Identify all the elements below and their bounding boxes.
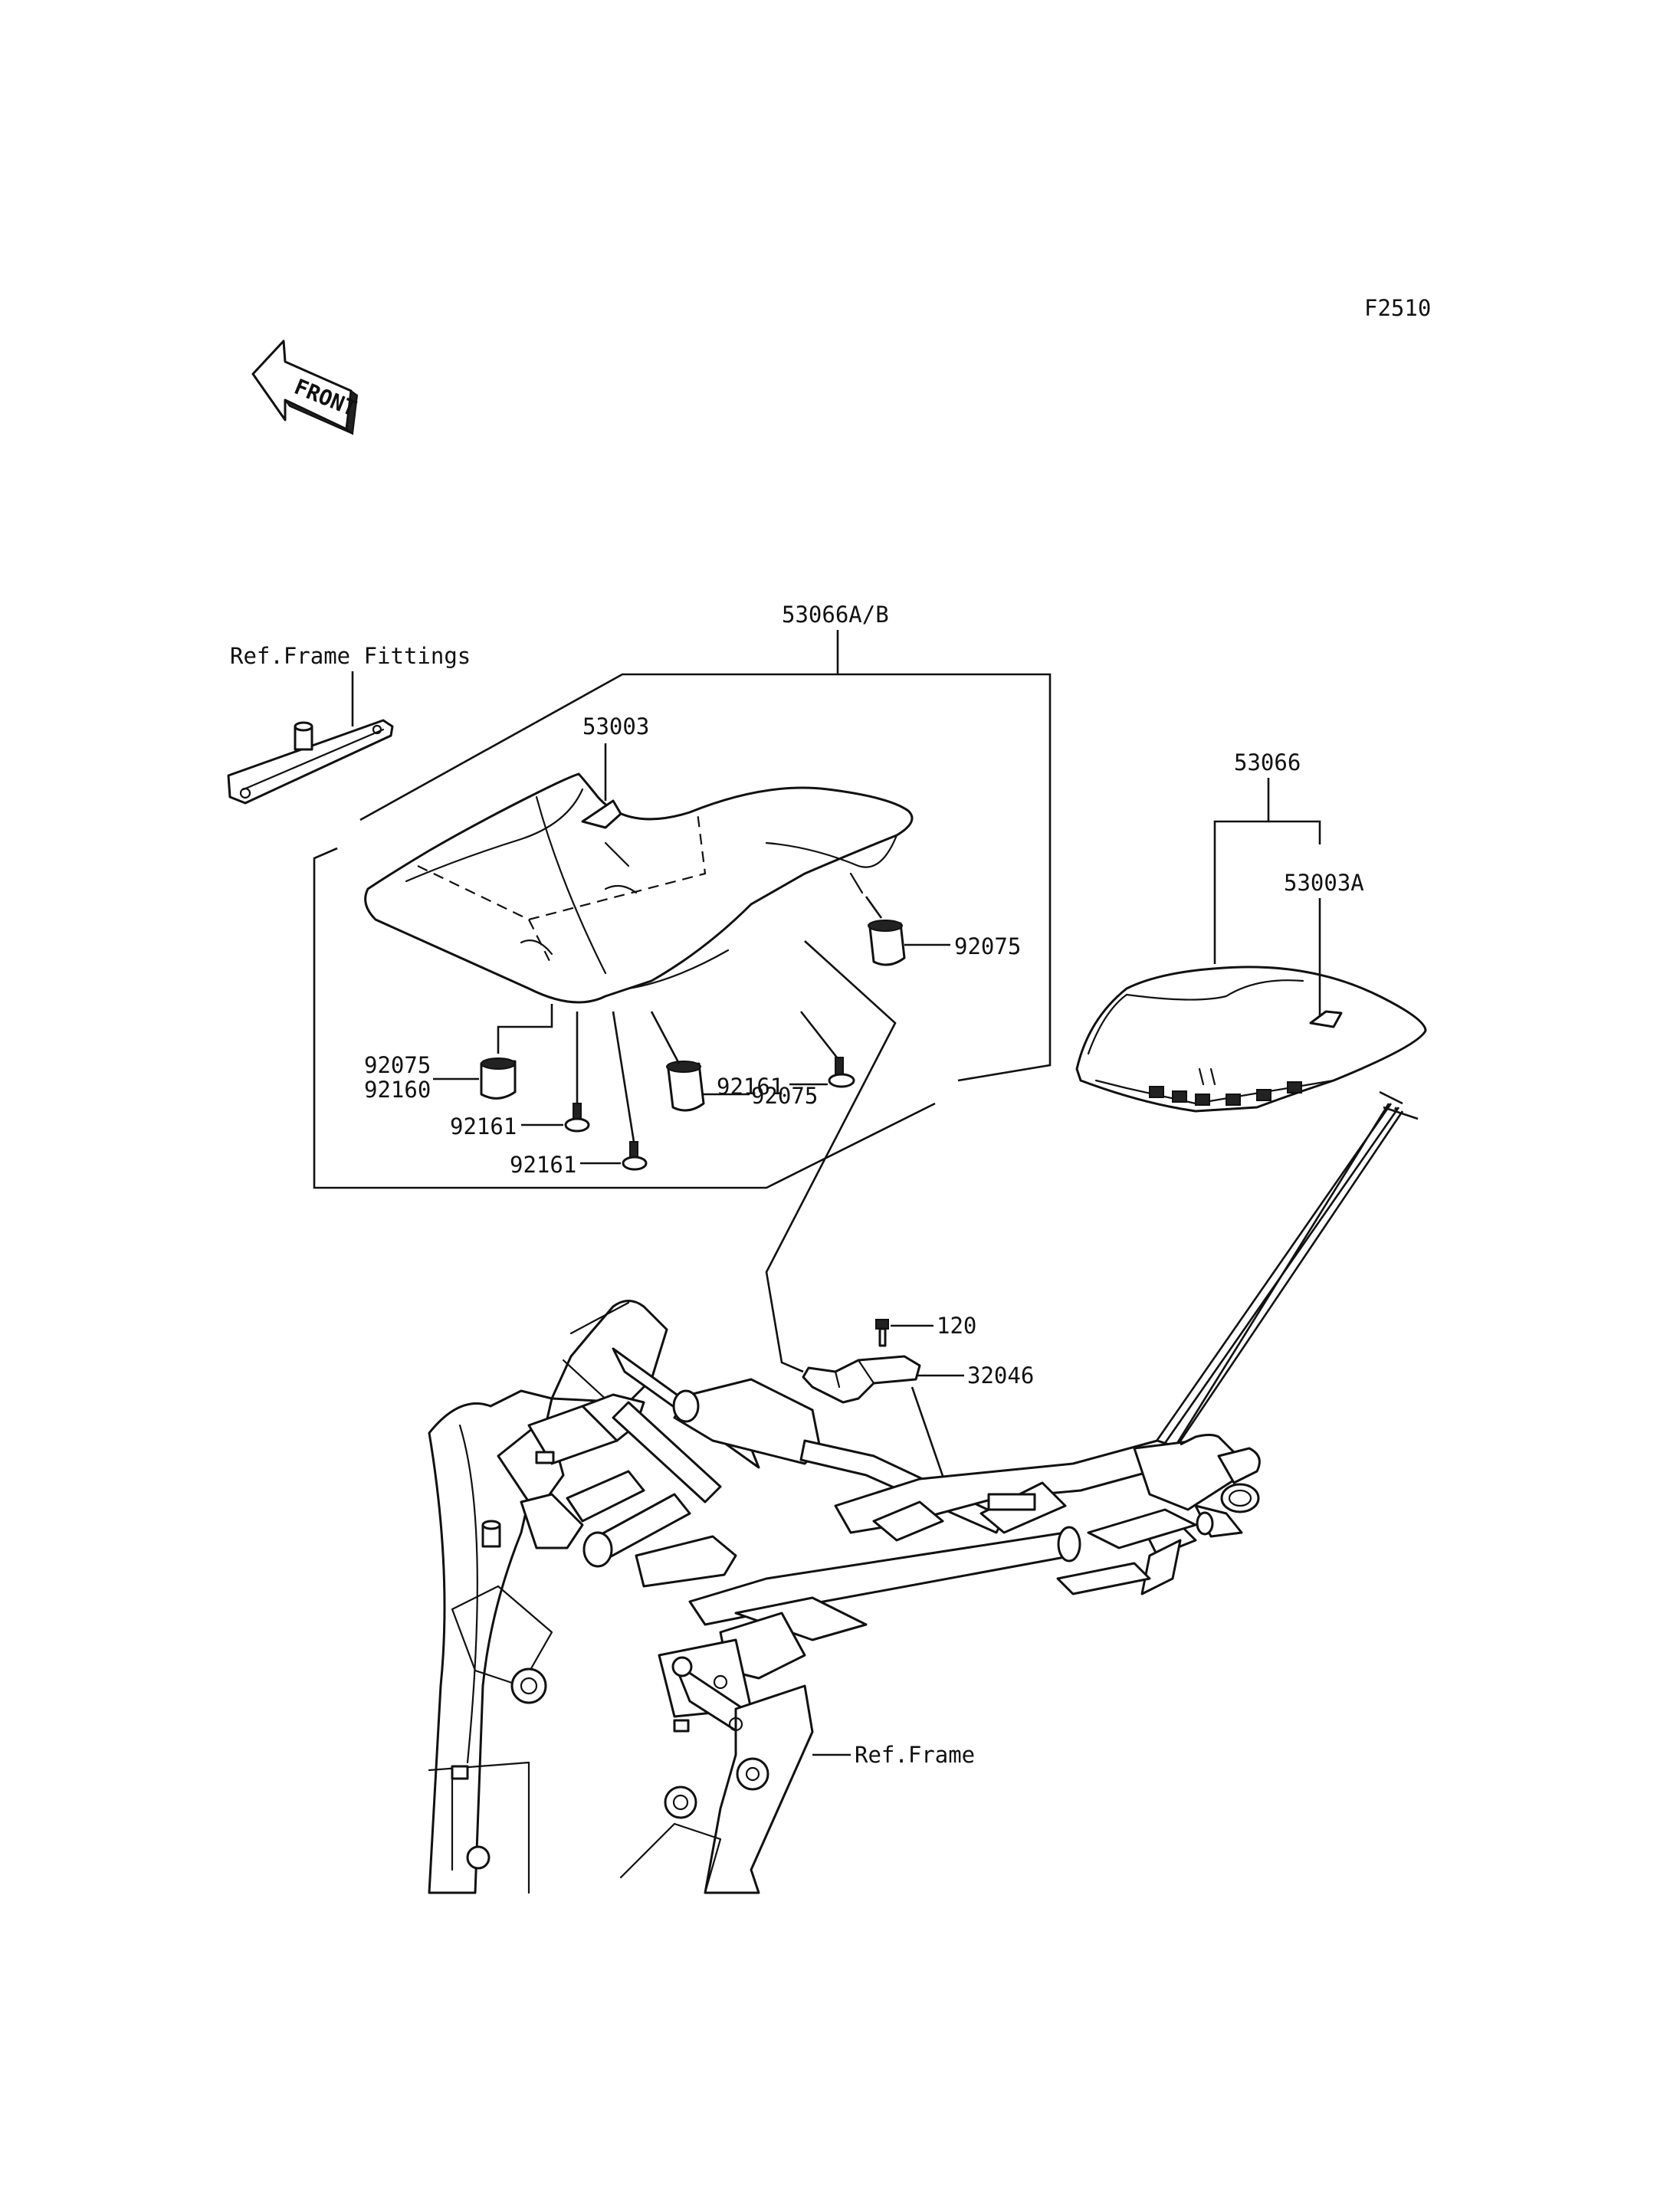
ref-frame-fittings-label: Ref.Frame Fittings	[230, 643, 471, 669]
bracket-label: 32046	[967, 1362, 1034, 1389]
front-arrow-icon: FRONT	[251, 339, 360, 435]
bolt-bottom-label: 92161	[510, 1152, 576, 1178]
front-seat-part	[364, 772, 914, 1004]
bracket-part	[802, 1355, 921, 1404]
bolt-left-part	[564, 1103, 590, 1133]
damper-left-label: 92075	[364, 1052, 431, 1078]
rear-seat-part	[1075, 966, 1427, 1113]
bolt-left-label: 92161	[450, 1113, 517, 1139]
bolt-right-part	[828, 1057, 855, 1088]
bolt-120-part	[875, 1319, 889, 1347]
bolt-120-label: 120	[937, 1313, 976, 1339]
frame-fittings-part	[227, 719, 394, 805]
damper-right-part	[868, 920, 906, 966]
rear-seat-label: 53066	[1234, 749, 1301, 776]
damper-left-part	[480, 1058, 517, 1100]
collar-left-label: 92160	[364, 1077, 431, 1103]
damper-center-label: 92075	[751, 1083, 818, 1109]
seat-assy-label: 53066A/B	[782, 602, 889, 628]
ref-frame-label: Ref.Frame	[855, 1742, 975, 1768]
damper-right-label: 92075	[954, 933, 1021, 959]
main-frame-part	[428, 1300, 1261, 1894]
bolt-right-label: 92161	[717, 1074, 783, 1100]
figure-code: F2510	[1364, 295, 1431, 321]
damper-center-part	[666, 1061, 705, 1112]
seat-pad-front-label: 53003	[582, 713, 649, 739]
bolt-bottom-part	[622, 1141, 648, 1171]
seat-pad-rear-label: 53003A	[1284, 870, 1364, 896]
